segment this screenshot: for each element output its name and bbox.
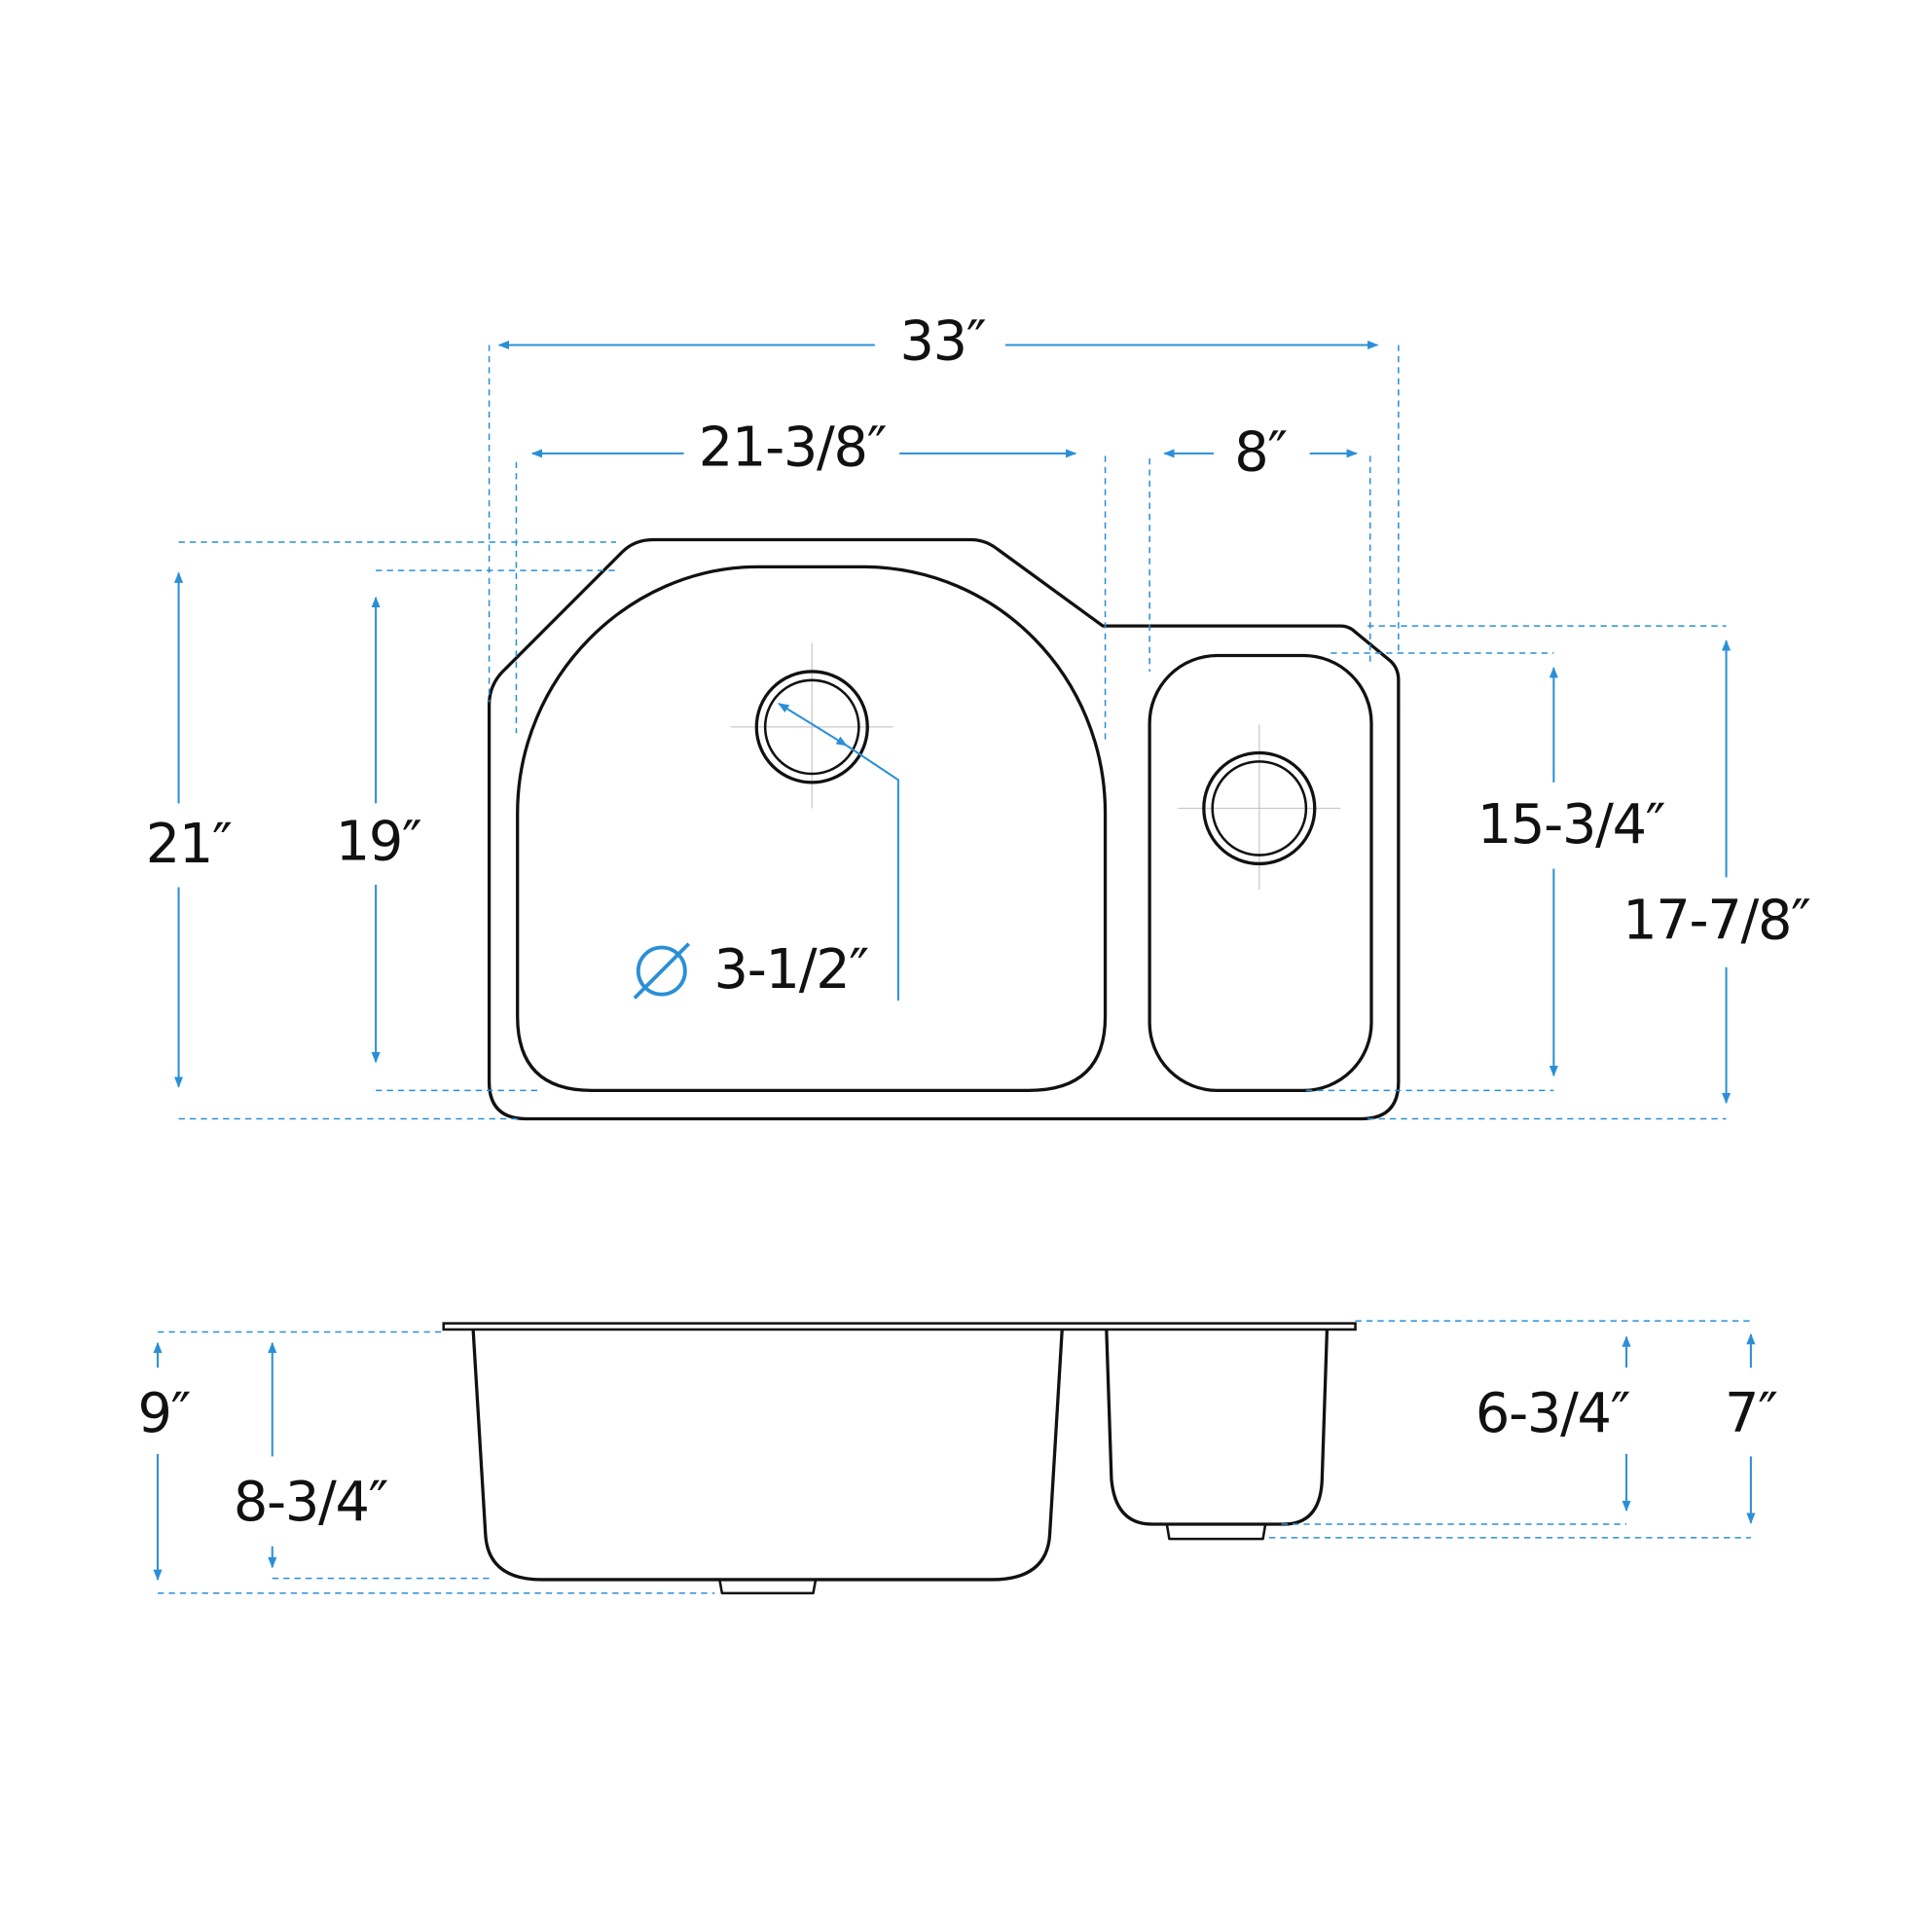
small-bowl-depth-label: 15-3/4″ xyxy=(1477,793,1665,857)
diameter-leader xyxy=(846,745,899,1001)
large-bowl-outline xyxy=(516,565,1108,1093)
small-drain xyxy=(1178,724,1341,891)
overall-width-label: 33″ xyxy=(900,310,986,374)
sink-flange xyxy=(442,1322,1357,1331)
large-drain xyxy=(730,642,893,809)
diameter-icon xyxy=(633,942,691,1000)
small-bowl-outline xyxy=(1148,653,1373,1093)
drain-diameter-label: 3-1/2″ xyxy=(714,938,869,1002)
small-bowl-profile xyxy=(1105,1329,1330,1526)
diameter-arrow xyxy=(778,702,848,747)
sink-outer-rim xyxy=(487,537,1401,1121)
small-side-height-label: 7″ xyxy=(1725,1382,1777,1445)
small-bowl-height-label: 6-3/4″ xyxy=(1476,1382,1630,1445)
large-bowl-depth-label: 19″ xyxy=(336,811,421,874)
overall-height-label: 9″ xyxy=(138,1382,191,1445)
overall-depth-label: 21″ xyxy=(146,813,232,876)
right-depth-label: 17-7/8″ xyxy=(1622,890,1810,953)
large-bowl-height-label: 8-3/4″ xyxy=(234,1471,388,1534)
large-bowl-profile xyxy=(471,1329,1064,1582)
top-view: 3-1/2″ 33″ 21-3/8″ 8″ 21″ 19″ 15-3/4″ xyxy=(146,310,1811,1121)
side-view: 9″ 8-3/4″ 6-3/4″ 7″ xyxy=(138,1320,1778,1595)
large-drain-profile xyxy=(718,1579,818,1595)
large-bowl-width-label: 21-3/8″ xyxy=(699,416,887,479)
small-bowl-width-label: 8″ xyxy=(1234,421,1287,485)
small-drain-profile xyxy=(1165,1523,1267,1541)
